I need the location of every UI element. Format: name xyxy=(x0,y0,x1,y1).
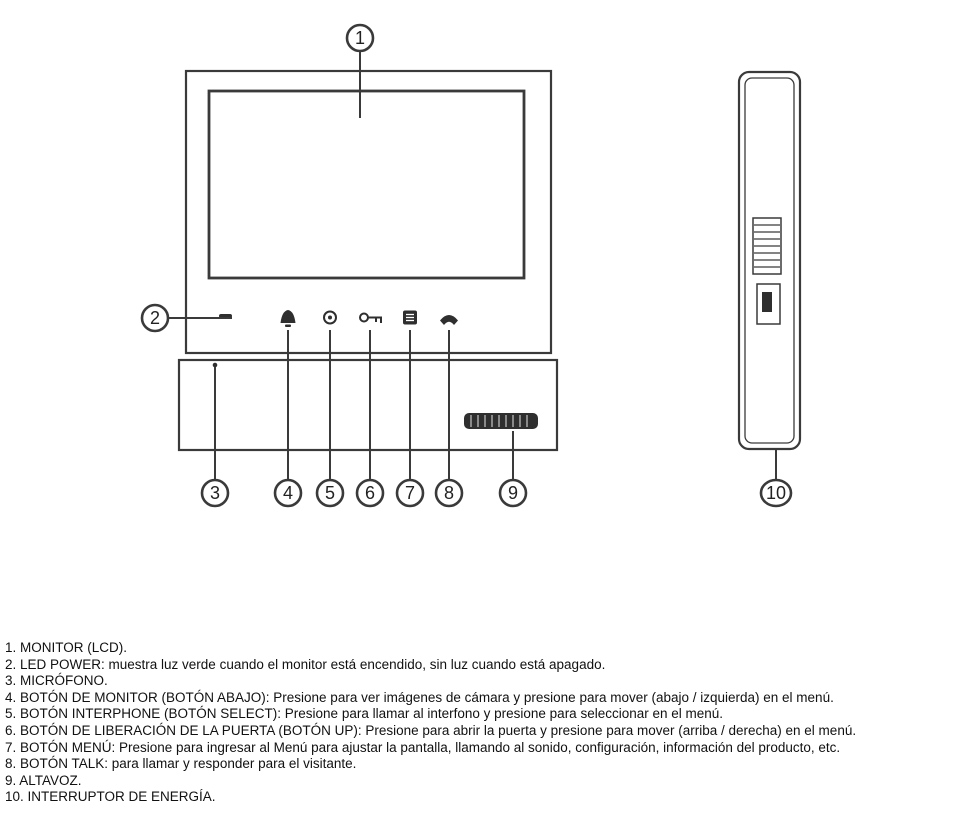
svg-text:10: 10 xyxy=(766,483,786,503)
svg-text:5: 5 xyxy=(325,483,335,503)
callout-8: 8 xyxy=(434,478,464,508)
svg-text:7: 7 xyxy=(405,483,415,503)
power-switch-detail-icon xyxy=(752,217,782,325)
callout-3: 3 xyxy=(200,478,230,508)
callout-9: 9 xyxy=(498,478,528,508)
monitor-diagram: 1 2 3 4 5 6 7 8 xyxy=(140,23,802,508)
svg-text:9: 9 xyxy=(508,483,518,503)
legend-item-10: 10. INTERRUPTOR DE ENERGÍA. xyxy=(5,789,216,805)
monitor-base xyxy=(177,358,559,452)
legend-item-2: 2. LED POWER: muestra luz verde cuando e… xyxy=(5,656,606,672)
legend-item-7: 7. BOTÓN MENÚ: Presione para ingresar al… xyxy=(5,739,841,755)
callout-5: 5 xyxy=(315,478,345,508)
svg-text:4: 4 xyxy=(283,483,293,503)
svg-text:3: 3 xyxy=(210,483,220,503)
legend-item-1: 1. MONITOR (LCD). xyxy=(5,640,128,655)
legend: 1. MONITOR (LCD). 2. LED POWER: muestra … xyxy=(5,640,856,806)
side-view xyxy=(737,70,802,451)
svg-text:6: 6 xyxy=(365,483,375,503)
monitor-button-icon xyxy=(280,310,296,327)
svg-text:2: 2 xyxy=(150,308,160,328)
callout-10: 10 xyxy=(759,478,793,508)
callout-1: 1 xyxy=(345,23,375,53)
legend-item-3: 3. MICRÓFONO. xyxy=(5,673,108,689)
lcd-screen xyxy=(207,89,526,280)
speaker-icon xyxy=(464,413,538,429)
legend-item-9: 9. ALTAVOZ. xyxy=(5,772,82,788)
legend-item-4: 4. BOTÓN DE MONITOR (BOTÓN ABAJO): Presi… xyxy=(5,689,834,705)
svg-text:1: 1 xyxy=(355,28,365,48)
interphone-button-icon xyxy=(323,310,337,325)
front-view xyxy=(177,69,559,452)
callout-7: 7 xyxy=(395,478,425,508)
legend-item-5: 5. BOTÓN INTERPHONE (BOTÓN SELECT): Pres… xyxy=(5,706,724,722)
monitor-body xyxy=(184,69,553,355)
svg-text:8: 8 xyxy=(444,483,454,503)
talk-button-icon xyxy=(440,315,458,325)
menu-button-icon xyxy=(403,310,417,325)
callout-6: 6 xyxy=(355,478,385,508)
callout-4: 4 xyxy=(273,478,303,508)
door-release-button-icon xyxy=(359,312,382,323)
callout-lines xyxy=(168,51,777,479)
legend-item-6: 6. BOTÓN DE LIBERACIÓN DE LA PUERTA (BOT… xyxy=(5,722,857,738)
callout-2: 2 xyxy=(140,303,170,333)
microphone-hole-icon xyxy=(212,362,218,368)
legend-item-8: 8. BOTÓN TALK: para llamar y responder p… xyxy=(5,756,357,772)
